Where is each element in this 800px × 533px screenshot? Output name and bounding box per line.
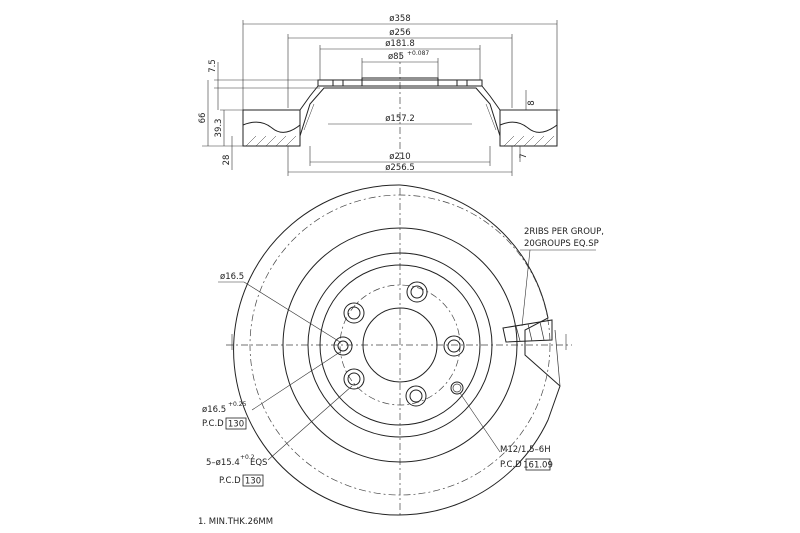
bolt-hole-3-inner xyxy=(409,389,423,403)
pcd-box-2 xyxy=(242,474,264,487)
label-dia-210: ø210 xyxy=(389,152,410,162)
leader-thread xyxy=(459,392,501,453)
label-dim-39-3: 39.3 xyxy=(214,119,224,138)
label-hole-165-tol-sup: +0.25 xyxy=(228,401,247,408)
label-hole-165-tol: ø16.5 xyxy=(202,405,226,415)
front-view: 2RIBS PER GROUP, 20GROUPS EQ.SP ø16.5 ø1… xyxy=(202,184,604,518)
locating-hole-inner xyxy=(337,340,349,352)
leader-hole-165-tol xyxy=(251,351,341,411)
hat-inner-circle xyxy=(319,264,481,426)
hat-profile-outer xyxy=(299,79,501,111)
bolt-holes xyxy=(333,281,465,407)
bolt-hole-1 xyxy=(406,281,428,303)
bolt-hole-4 xyxy=(343,368,365,390)
label-dia-256-5: ø256.5 xyxy=(385,163,415,173)
section-view: ø358 ø256 ø181.8 ø85 +0.087 ø157.2 ø210 … xyxy=(198,14,560,176)
label-dim-66: 66 xyxy=(198,113,208,124)
bolt-hole-5 xyxy=(343,302,365,324)
label-dia-85: ø85 xyxy=(388,52,404,62)
center-bore-circle xyxy=(362,307,438,383)
leader-ribs xyxy=(521,249,531,327)
label-dia-256: ø256 xyxy=(389,28,410,38)
label-dim-7-5: 7.5 xyxy=(208,59,218,73)
label-dia-157-2: ø157.2 xyxy=(385,114,415,124)
label-dim-7: 7 xyxy=(519,153,529,158)
pcd-box-1 xyxy=(225,417,247,430)
note-min-thickness: 1. MIN.THK.26MM xyxy=(198,517,273,527)
label-hole-165: ø16.5 xyxy=(220,272,244,282)
cutaway-edge xyxy=(554,329,561,387)
label-pcd-value-3: 161.09 xyxy=(523,461,553,471)
locating-hole xyxy=(333,336,353,356)
leader-bolt-holes xyxy=(267,385,353,461)
bolt-hole-3 xyxy=(405,385,427,407)
bolt-hole-1-inner xyxy=(410,285,424,299)
right-vent-channel xyxy=(499,121,558,133)
hat-outer-circle xyxy=(307,252,493,438)
threaded-hole xyxy=(450,381,464,395)
left-vent-channel xyxy=(242,121,301,133)
label-ribs-line2: 20GROUPS EQ.SP xyxy=(524,239,599,249)
bolt-hole-5-inner xyxy=(347,306,361,320)
label-pcd-value-1: 130 xyxy=(228,420,244,430)
label-dim-8: 8 xyxy=(527,100,537,105)
bolt-hole-2-inner xyxy=(447,339,461,353)
bolt-hole-4-inner xyxy=(347,372,361,386)
label-ribs-line1: 2RIBS PER GROUP, xyxy=(524,227,604,237)
label-bolt-holes: 5–ø15.4 xyxy=(206,458,240,468)
label-bolt-tol-sup: +0.2 xyxy=(240,454,255,461)
label-pcd-value-2: 130 xyxy=(245,477,261,487)
label-dia-358: ø358 xyxy=(389,14,410,24)
label-dim-28: 28 xyxy=(222,155,232,166)
leader-hole-165 xyxy=(243,281,341,343)
vent-rib-group xyxy=(502,319,553,343)
center-bore xyxy=(361,77,439,87)
pcd-box-3 xyxy=(525,458,551,471)
vent-rib-detail xyxy=(502,319,553,343)
disc-outer-edge xyxy=(233,184,561,516)
bolt-hole-2 xyxy=(443,335,465,357)
label-pcd-2: P.C.D xyxy=(219,476,241,486)
threaded-hole-inner xyxy=(452,383,462,393)
disc-pcd-outer-dashed xyxy=(249,194,551,496)
label-bolt-suffix: EQS xyxy=(250,458,267,468)
left-friction-ring xyxy=(242,109,301,147)
label-pcd-3: P.C.D xyxy=(500,460,522,470)
label-dia-85-tolerance: +0.087 xyxy=(407,50,429,57)
bolt-hole-section-right xyxy=(456,79,468,87)
friction-ring-inner-edge xyxy=(282,227,518,463)
hat-profile-inner xyxy=(299,87,501,137)
bolt-hole-section-left xyxy=(332,79,344,87)
label-dia-181-8: ø181.8 xyxy=(385,39,415,49)
label-thread: M12/1.5–6H xyxy=(500,445,551,455)
label-pcd-1: P.C.D xyxy=(202,419,224,429)
section-hatching xyxy=(245,103,555,147)
